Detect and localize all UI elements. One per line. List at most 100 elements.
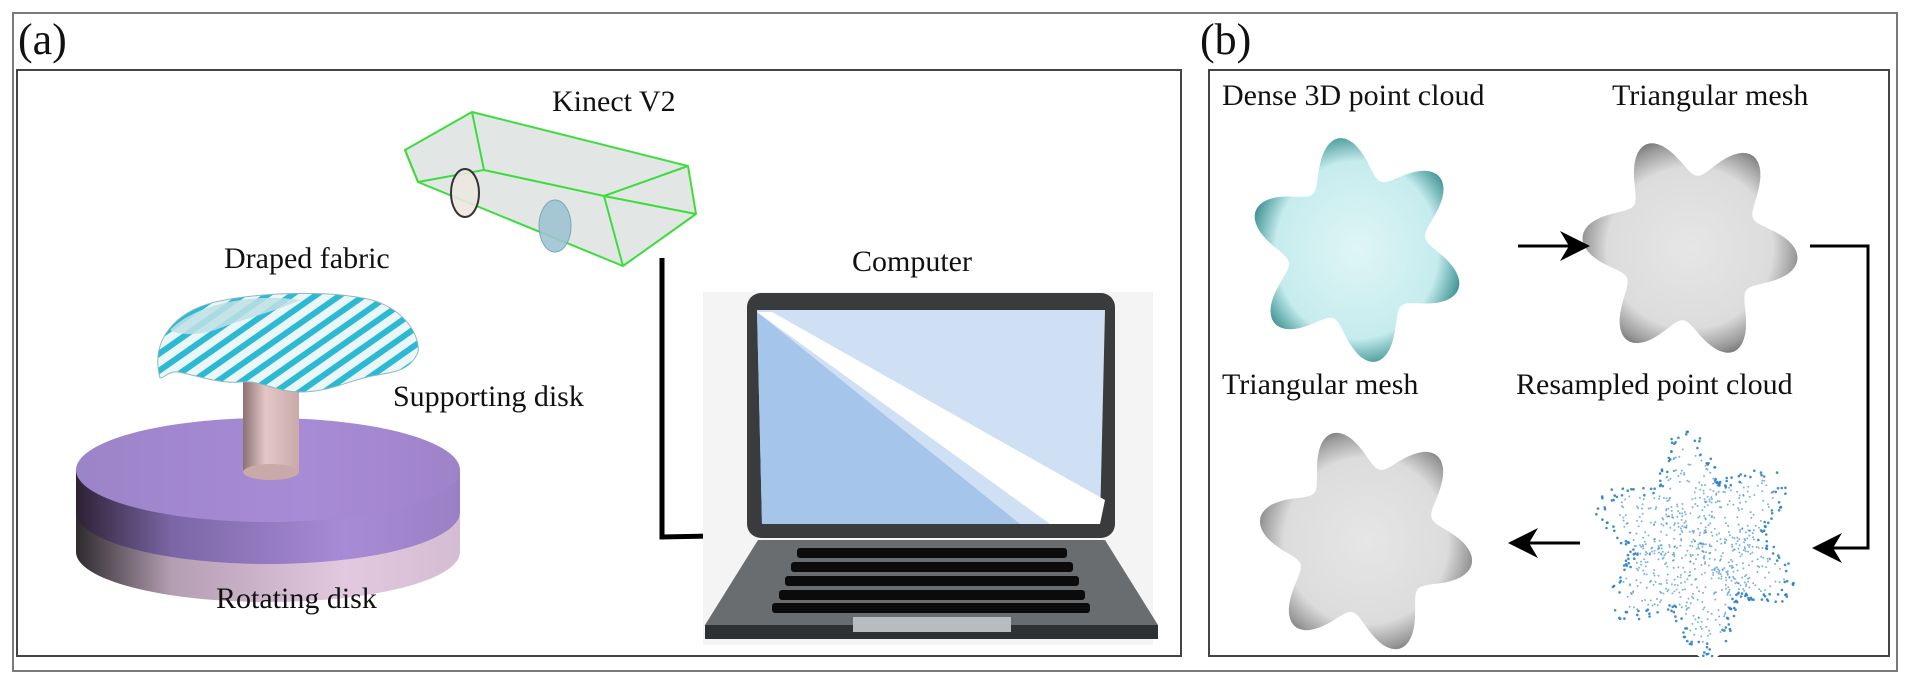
resampled-point — [1679, 527, 1682, 530]
resampled-point — [1673, 546, 1676, 549]
resampled-point — [1713, 591, 1716, 594]
resampled-point — [1605, 526, 1608, 530]
resampled-point — [1636, 505, 1639, 508]
resampled-point — [1665, 513, 1668, 516]
resampled-point — [1717, 490, 1720, 493]
resampled-point — [1713, 569, 1716, 572]
resampled-point — [1619, 579, 1623, 583]
resampled-point — [1719, 538, 1722, 541]
resampled-point — [1714, 598, 1717, 601]
resampled-point — [1644, 553, 1647, 556]
resampled-point — [1723, 615, 1726, 618]
resampled-point — [1709, 488, 1712, 491]
resampled-point — [1680, 582, 1683, 584]
resampled-point — [1642, 486, 1645, 490]
resampled-point — [1689, 463, 1692, 466]
resampled-point — [1723, 613, 1726, 616]
resampled-point — [1697, 553, 1700, 556]
resampled-point — [1755, 546, 1758, 548]
resampled-point — [1741, 527, 1744, 530]
resampled-point — [1660, 553, 1663, 556]
resampled-point — [1641, 503, 1644, 506]
resampled-point — [1677, 525, 1680, 528]
resampled-point — [1770, 517, 1773, 520]
resampled-point — [1666, 515, 1669, 518]
resampled-point — [1724, 538, 1726, 541]
resampled-point — [1684, 513, 1687, 516]
resampled-point — [1762, 499, 1765, 502]
resampled-point — [1705, 645, 1709, 649]
resampled-point — [1748, 546, 1750, 548]
resampled-point — [1681, 503, 1684, 505]
resampled-point — [1739, 473, 1742, 476]
resampled-point — [1720, 577, 1723, 580]
resampled-point — [1697, 543, 1700, 546]
resampled-point — [1653, 574, 1656, 577]
resampled-point — [1681, 525, 1684, 528]
resampled-point — [1695, 558, 1697, 561]
resampled-point — [1622, 506, 1625, 509]
resampled-point — [1685, 612, 1687, 615]
resampled-point — [1774, 600, 1777, 603]
resampled-point — [1679, 595, 1682, 598]
resampled-point — [1671, 553, 1674, 556]
resampled-point — [1676, 584, 1679, 587]
resampled-point — [1741, 553, 1743, 556]
resampled-point — [1707, 634, 1709, 637]
resampled-point — [1732, 575, 1735, 578]
resampled-point — [1737, 523, 1740, 526]
resampled-point — [1738, 509, 1740, 511]
resampled-point — [1615, 495, 1619, 499]
resampled-point — [1775, 559, 1779, 562]
resampled-point — [1734, 578, 1737, 581]
resampled-point — [1618, 514, 1621, 516]
resampled-point — [1746, 537, 1749, 540]
resampled-point — [1764, 533, 1768, 536]
resampled-point — [1727, 586, 1730, 589]
resampled-point — [1729, 607, 1733, 611]
resampled-point — [1724, 516, 1726, 519]
resampled-point — [1636, 613, 1639, 617]
resampled-point — [1727, 524, 1730, 527]
resampled-point — [1706, 618, 1709, 621]
resampled-point — [1752, 529, 1755, 532]
resampled-point — [1737, 591, 1740, 594]
resampled-point — [1752, 536, 1754, 539]
resampled-point — [1748, 576, 1751, 579]
resampled-point — [1724, 487, 1727, 490]
resampled-point — [1730, 566, 1733, 569]
resampled-point — [1633, 557, 1636, 560]
resampled-point — [1676, 505, 1679, 508]
resampled-point — [1657, 548, 1659, 551]
resampled-point — [1704, 571, 1706, 574]
resampled-point — [1666, 590, 1669, 593]
resampled-point — [1740, 592, 1744, 595]
resampled-point — [1680, 518, 1683, 521]
resampled-point — [1756, 565, 1759, 568]
resampled-point — [1610, 488, 1614, 491]
resampled-point — [1629, 565, 1632, 569]
resampled-point — [1689, 560, 1692, 563]
resampled-point — [1763, 479, 1766, 482]
resampled-point — [1656, 611, 1659, 614]
resampled-point — [1713, 481, 1716, 484]
resampled-point — [1735, 600, 1739, 604]
resampled-point — [1713, 593, 1716, 595]
resampled-point — [1637, 569, 1639, 572]
resampled-point — [1736, 536, 1739, 539]
resampled-point — [1696, 446, 1699, 450]
resampled-point — [1674, 583, 1676, 586]
resampled-point — [1660, 583, 1663, 585]
resampled-point — [1668, 545, 1671, 548]
resampled-point — [1605, 521, 1609, 525]
resampled-point — [1658, 495, 1661, 498]
resampled-point — [1736, 516, 1739, 519]
resampled-point — [1680, 469, 1683, 472]
resampled-point — [1777, 501, 1781, 504]
resampled-point — [1762, 556, 1765, 559]
resampled-point — [1756, 484, 1759, 487]
resampled-point — [1726, 573, 1729, 576]
resampled-point — [1665, 476, 1668, 479]
resampled-point — [1700, 573, 1703, 576]
